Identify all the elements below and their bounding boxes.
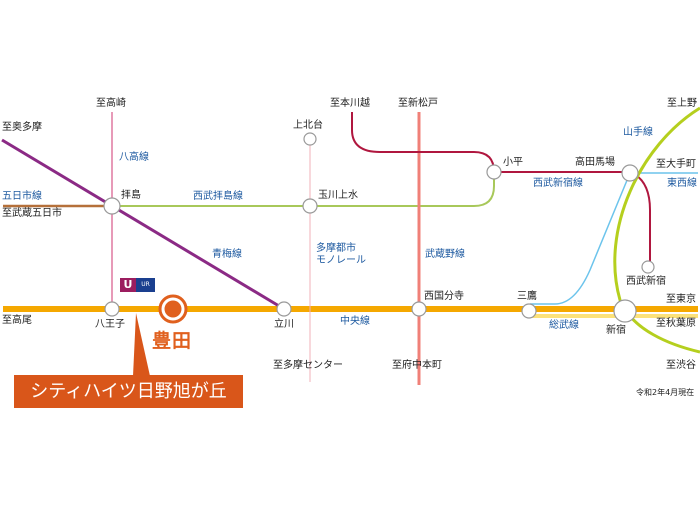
line-label-tozai: 東西線 <box>667 178 697 189</box>
label-kodaira: 小平 <box>503 157 523 168</box>
dir-musashiitsukaichi: 至武蔵五日市 <box>2 208 62 219</box>
label-tachikawa: 立川 <box>274 319 294 330</box>
line-label-monorail: 多摩都市 モノレール <box>316 243 366 266</box>
station-nishikokubunji[interactable] <box>411 301 427 317</box>
ur-logo-text: UR <box>136 278 155 292</box>
toyoda-marker-dot <box>164 300 182 318</box>
label-haijima: 拝島 <box>121 190 141 201</box>
label-nishikokubunji: 西国分寺 <box>424 291 464 302</box>
property-callout[interactable]: シティハイツ日野旭が丘 <box>14 375 243 408</box>
ur-logo: U UR <box>120 278 155 292</box>
label-takadanobaba: 高田馬場 <box>575 157 615 168</box>
line-label-musashino: 武蔵野線 <box>425 249 465 260</box>
line-label-sobu: 総武線 <box>549 320 579 331</box>
dir-takao: 至高尾 <box>2 315 32 326</box>
line-label-chuo: 中央線 <box>340 316 370 327</box>
label-tamagawajosui: 玉川上水 <box>318 190 358 201</box>
ur-logo-mark: U <box>120 278 136 292</box>
yamanote-line <box>613 106 700 354</box>
chuo-rapid-link <box>530 172 631 305</box>
station-hachioji[interactable] <box>104 301 120 317</box>
station-tachikawa[interactable] <box>276 301 292 317</box>
label-kamikitadai: 上北台 <box>293 120 323 131</box>
dir-tokyo: 至東京 <box>666 294 696 305</box>
dir-ueno: 至上野 <box>667 98 697 109</box>
station-seibushinjuku[interactable] <box>641 260 655 274</box>
callout-pointer <box>133 313 150 376</box>
line-label-yamanote: 山手線 <box>623 127 653 138</box>
dir-tama-center: 至多摩センター <box>273 360 343 371</box>
toyoda-station-label: 豊田 <box>152 330 193 352</box>
label-mitaka: 三鷹 <box>517 291 537 302</box>
station-tamagawajosui[interactable] <box>302 198 318 214</box>
label-hachioji: 八王子 <box>95 319 125 330</box>
line-label-ome: 青梅線 <box>212 249 242 260</box>
station-haijima[interactable] <box>103 197 121 215</box>
label-seibushinjuku: 西武新宿 <box>626 276 666 287</box>
dir-takasaki: 至高崎 <box>96 98 126 109</box>
line-label-seibu-shinjuku: 西武新宿線 <box>533 178 583 189</box>
as-of-note: 令和2年4月現在 <box>636 388 695 397</box>
line-label-itsukaichi: 五日市線 <box>2 191 42 202</box>
station-mitaka[interactable] <box>521 303 537 319</box>
dir-akihabara: 至秋葉原 <box>656 318 696 329</box>
station-kodaira[interactable] <box>486 164 502 180</box>
station-shinjuku[interactable] <box>613 299 637 323</box>
dir-okutama: 至奥多摩 <box>2 122 42 133</box>
seibu-shinjuku-line <box>351 112 651 267</box>
seibu-haijima-line <box>112 172 495 207</box>
dir-hon-kawagoe: 至本川越 <box>330 98 370 109</box>
ome-line <box>1 138 285 311</box>
label-shinjuku: 新宿 <box>606 325 626 336</box>
line-label-hachiko: 八高線 <box>119 152 149 163</box>
dir-shibuya: 至渋谷 <box>666 360 696 371</box>
station-kamikitadai[interactable] <box>303 132 317 146</box>
station-takadanobaba[interactable] <box>621 164 639 182</box>
dir-shinmatsudo: 至新松戸 <box>398 98 438 109</box>
dir-otemachi: 至大手町 <box>656 159 696 170</box>
dir-fuchu-hommachi: 至府中本町 <box>392 360 442 371</box>
line-label-seibu-haijima: 西武拝島線 <box>193 191 243 202</box>
